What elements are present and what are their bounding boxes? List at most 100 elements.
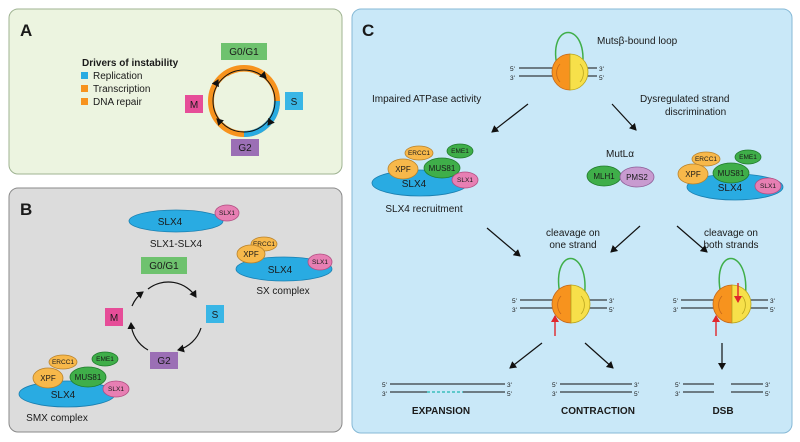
expansion-label: EXPANSION	[412, 406, 470, 417]
mus81-label-smx: MUS81	[75, 373, 102, 382]
legend-swatch-replication	[81, 72, 88, 79]
phase-label-s-b: S	[212, 310, 219, 321]
phase-box-g2-a	[231, 139, 259, 156]
cleave-one-label-2: one strand	[549, 240, 596, 251]
phase-box-g0g1-a	[221, 43, 267, 60]
panel-a-background	[8, 8, 343, 175]
phase-label-g0g1-b: G0/G1	[149, 261, 179, 272]
arrow-to-expansion	[509, 342, 543, 369]
slx1-label-sx: SLX1	[312, 259, 328, 266]
loop-label: Mutsβ-bound loop	[597, 36, 678, 47]
ercc1-label-c-left: ERCC1	[408, 150, 430, 157]
mlh1-label: MLH1	[593, 172, 615, 181]
top-5prime-lower: 5'	[599, 75, 604, 82]
slx4-label-c-left: SLX4	[402, 179, 427, 190]
expansion-dna	[390, 383, 505, 393]
phase-label-g2-b: G2	[157, 356, 171, 367]
xpf-label-sx: XPF	[243, 250, 259, 259]
eme1-label-c-left: EME1	[451, 148, 469, 155]
dysregulated-label-1: Dysregulated strand	[640, 94, 730, 105]
phase-box-m-a	[185, 95, 203, 113]
xpf-label-smx: XPF	[40, 374, 56, 383]
dsb-label: DSB	[712, 406, 733, 417]
smx-complex-caption: SMX complex	[26, 413, 88, 424]
dsb-5prime-lower: 5'	[765, 391, 770, 398]
impaired-atpase-label: Impaired ATPase activity	[372, 94, 481, 105]
slx1-label-c-right: SLX1	[760, 183, 776, 190]
mutla-complex: MutLα MLH1 PMS2	[586, 149, 655, 188]
right-5prime-upper: 5'	[673, 298, 678, 305]
mid-5prime-lower: 5'	[609, 307, 614, 314]
slx1-label-c-left: SLX1	[457, 177, 473, 184]
mid-3prime-lower: 3'	[512, 307, 517, 314]
panel-c-background	[351, 8, 793, 434]
con-5prime-upper: 5'	[552, 382, 557, 389]
slx4-label-smx: SLX4	[51, 390, 76, 401]
sx-complex: SLX4 ERCC1 XPF SLX1 SX complex	[235, 236, 333, 297]
xpf-label-c-left: XPF	[395, 165, 411, 174]
phase-box-g0g1-b	[141, 257, 187, 274]
mus81-label-c-right: MUS81	[718, 169, 745, 178]
panel-b: B SLX4 SLX1 SLX1-SLX4 SLX4 ERCC1 XPF SLX…	[8, 187, 343, 433]
dsb-3prime-upper: 3'	[765, 382, 770, 389]
slx1-slx4-caption: SLX1-SLX4	[150, 239, 203, 250]
exp-5prime-upper: 5'	[382, 382, 387, 389]
phase-box-s-a	[285, 92, 303, 110]
phase-box-g2-b	[150, 352, 178, 369]
loop-sphere-both-strands	[681, 257, 768, 336]
dsb-dna	[683, 383, 763, 393]
cleave-both-label-1: cleavage on	[704, 228, 758, 239]
panel-c: C 5' 3' 3' 5' Mutsβ-bound loop Impaired …	[351, 8, 793, 434]
cleave-both-label-2: both strands	[703, 240, 758, 251]
phase-label-g2-a: G2	[238, 143, 252, 154]
arrow-to-mutla	[611, 103, 637, 131]
phase-box-m-b	[105, 308, 123, 326]
top-5prime-upper: 5'	[510, 66, 515, 73]
phase-box-s-b	[206, 305, 224, 323]
loop-sphere-one-strand	[520, 257, 607, 336]
dsb-3prime-lower: 3'	[675, 391, 680, 398]
exp-3prime-upper: 3'	[507, 382, 512, 389]
sx-complex-caption: SX complex	[256, 286, 309, 297]
right-3prime-upper: 3'	[770, 298, 775, 305]
mid-5prime-upper: 5'	[512, 298, 517, 305]
dysregulated-label-2: discrimination	[665, 107, 726, 118]
smx-complex: SLX4 ERCC1 EME1 XPF MUS81 SLX1 SMX compl…	[18, 351, 130, 424]
eme1-label-smx: EME1	[96, 356, 114, 363]
mutla-title: MutLα	[606, 149, 634, 160]
legend-label-transcription: Transcription	[93, 84, 150, 95]
panel-c-letter: C	[362, 21, 374, 40]
mid-3prime-upper: 3'	[609, 298, 614, 305]
slx4-label-sx: SLX4	[268, 265, 293, 276]
legend-label-replication: Replication	[93, 71, 142, 82]
phase-label-m-a: M	[190, 100, 198, 111]
slx4-label-c-right: SLX4	[718, 183, 743, 194]
ercc1-label-c-right: ERCC1	[695, 156, 717, 163]
slx4-complex-right: SLX4 ERCC1 EME1 XPF MUS81 SLX1	[677, 149, 784, 201]
slx1-label-b1: SLX1	[219, 210, 235, 217]
pms2-label: PMS2	[626, 173, 648, 182]
legend-swatch-transcription	[81, 85, 88, 92]
slx4-label-b1: SLX4	[158, 217, 183, 228]
legend-label-dna-repair: DNA repair	[93, 97, 143, 108]
dsb-5prime-upper: 5'	[675, 382, 680, 389]
slx4-complex-left: SLX4 ERCC1 EME1 XPF MUS81 SLX1 SLX4 recr…	[371, 143, 479, 215]
panel-a-letter: A	[20, 21, 32, 40]
mus81-label-c-left: MUS81	[429, 164, 456, 173]
phase-label-m-b: M	[110, 313, 118, 324]
arrow-to-slx4	[491, 103, 529, 133]
slx1-slx4-complex: SLX4 SLX1 SLX1-SLX4	[128, 204, 240, 250]
right-5prime-lower: 5'	[770, 307, 775, 314]
arrow-to-contraction	[584, 342, 614, 369]
slx4-recruitment-caption: SLX4 recruitment	[385, 204, 462, 215]
panel-a: A Drivers of instability Replication Tra…	[8, 8, 343, 175]
con-5prime-lower: 5'	[634, 391, 639, 398]
arrow-mutla-to-one-strand	[610, 225, 641, 253]
phase-label-g0g1-a: G0/G1	[229, 47, 259, 58]
ercc1-label-sx: ERCC1	[253, 241, 275, 248]
cleave-one-label-1: cleavage on	[546, 228, 600, 239]
legend-swatch-dna-repair	[81, 98, 88, 105]
slx1-label-smx: SLX1	[108, 386, 124, 393]
con-3prime-lower: 3'	[552, 391, 557, 398]
right-3prime-lower: 3'	[673, 307, 678, 314]
